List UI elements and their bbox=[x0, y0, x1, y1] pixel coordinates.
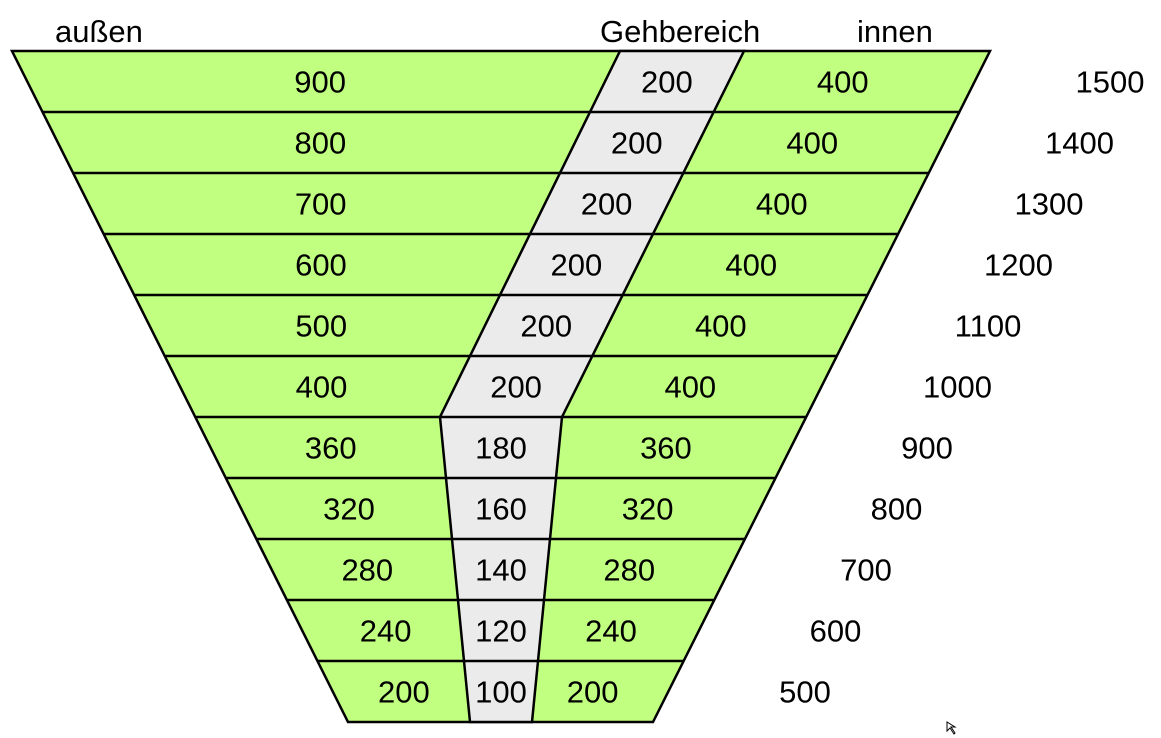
inner-width-label: 400 bbox=[725, 248, 777, 283]
outer-width-label: 800 bbox=[295, 126, 347, 161]
inner-width-label: 400 bbox=[786, 126, 838, 161]
inner-width-label: 240 bbox=[585, 614, 637, 649]
walkway-width-label: 120 bbox=[475, 614, 527, 649]
outer-width-label: 400 bbox=[296, 370, 348, 405]
walkway-width-label: 160 bbox=[475, 492, 527, 527]
inner-width-label: 400 bbox=[817, 65, 869, 100]
outer-width-label: 700 bbox=[295, 187, 347, 222]
total-width-label: 1000 bbox=[923, 370, 992, 405]
outer-width-label: 600 bbox=[295, 248, 347, 283]
total-width-label: 1300 bbox=[1015, 187, 1084, 222]
total-width-label: 1200 bbox=[984, 248, 1053, 283]
inner-width-label: 280 bbox=[603, 553, 655, 588]
total-width-label: 800 bbox=[871, 492, 923, 527]
walkway-width-label: 180 bbox=[475, 431, 527, 466]
walkway-width-label: 200 bbox=[490, 370, 542, 405]
inner-width-label: 400 bbox=[664, 370, 716, 405]
outer-width-label: 320 bbox=[323, 492, 375, 527]
outer-width-label: 280 bbox=[341, 553, 393, 588]
outer-width-label: 200 bbox=[378, 675, 430, 710]
header-inner: innen bbox=[857, 14, 933, 49]
cursor-icon bbox=[946, 721, 957, 735]
inner-width-label: 400 bbox=[695, 309, 747, 344]
outer-width-label: 240 bbox=[360, 614, 412, 649]
total-width-label: 700 bbox=[840, 553, 892, 588]
walkway-width-label: 200 bbox=[551, 248, 603, 283]
total-width-label: 1400 bbox=[1045, 126, 1114, 161]
total-width-label: 900 bbox=[901, 431, 953, 466]
inner-width-label: 360 bbox=[640, 431, 692, 466]
walkway-width-label: 200 bbox=[520, 309, 572, 344]
header-walkway: Gehbereich bbox=[600, 14, 760, 49]
inner-width-label: 320 bbox=[622, 492, 674, 527]
total-width-label: 500 bbox=[779, 675, 831, 710]
total-width-label: 1100 bbox=[955, 309, 1022, 344]
inner-width-label: 200 bbox=[567, 675, 619, 710]
total-width-label: 1500 bbox=[1076, 65, 1145, 100]
walkway-width-label: 200 bbox=[611, 126, 663, 161]
header-outer: außen bbox=[55, 14, 143, 49]
outer-width-label: 900 bbox=[294, 65, 346, 100]
outer-width-label: 500 bbox=[295, 309, 347, 344]
inner-width-label: 400 bbox=[756, 187, 808, 222]
walkway-width-label: 140 bbox=[475, 553, 527, 588]
walkway-width-label: 200 bbox=[641, 65, 693, 100]
walkway-width-label: 200 bbox=[581, 187, 633, 222]
total-width-label: 600 bbox=[810, 614, 862, 649]
walkway-width-label: 100 bbox=[475, 675, 527, 710]
outer-width-label: 360 bbox=[305, 431, 357, 466]
